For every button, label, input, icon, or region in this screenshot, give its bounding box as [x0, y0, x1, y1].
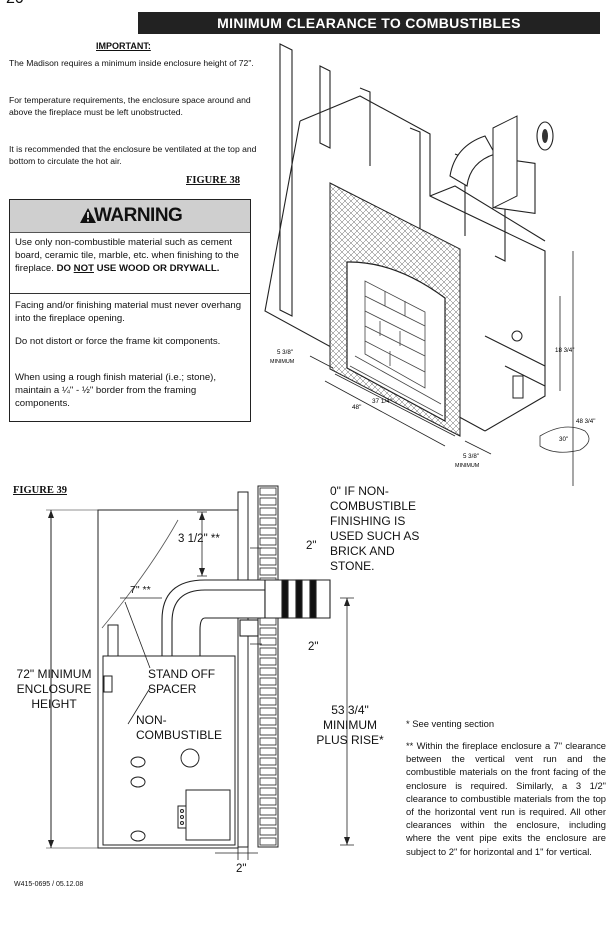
brick	[259, 647, 277, 656]
warning-divider	[10, 293, 250, 294]
brick	[259, 787, 277, 796]
fig39-dim-7: 7" **	[130, 584, 151, 596]
brick	[259, 617, 277, 626]
warning-paragraph-3: Do not distort or force the frame kit co…	[15, 336, 221, 347]
brick	[259, 497, 277, 506]
brick	[259, 707, 277, 716]
fig38-dim-width-48: 48"	[352, 404, 361, 411]
brick	[259, 517, 277, 526]
warning-paragraph-4: When using a rough finish material (i.e.…	[15, 372, 217, 409]
fig39-dim-2-mid: 2"	[308, 641, 319, 653]
fig38-dim-width-37: 37 1/4"	[372, 398, 392, 405]
page-title: MINIMUM CLEARANCE TO COMBUSTIBLES	[138, 12, 600, 34]
brick	[259, 487, 277, 496]
warning-p1-text: Use only non-combustible material such a…	[15, 237, 239, 274]
brick	[259, 817, 277, 826]
warning-triangle-icon	[80, 208, 96, 223]
brick	[259, 527, 277, 536]
fig39-dim-2-top: 2"	[306, 540, 317, 552]
brick	[259, 837, 277, 846]
brick	[259, 687, 277, 696]
brick	[259, 777, 277, 786]
brick	[259, 727, 277, 736]
warning-p1-bold-rest: USE WOOD OR DRYWALL.	[96, 263, 220, 274]
brick	[259, 717, 277, 726]
warning-p1-bold-not: NOT	[73, 263, 94, 274]
fig38-dim-side-right: 5 3/8"	[463, 453, 479, 460]
brick	[259, 677, 277, 686]
warning-paragraph-2: Facing and/or finishing material must ne…	[15, 300, 242, 324]
fig39-enclosure-height-label: 72" MINIMUM ENCLOSURE HEIGHT	[16, 667, 92, 711]
brick	[259, 637, 277, 646]
brick	[259, 627, 277, 636]
brick	[259, 737, 277, 746]
brick	[259, 567, 277, 576]
warning-p1-bold-do: DO	[56, 263, 71, 274]
warning-title: WARNING	[94, 205, 183, 226]
fig38-dim-30: 30"	[559, 436, 568, 443]
brick	[259, 807, 277, 816]
figure-39-label: FIGURE 39	[13, 485, 67, 496]
fig39-noncombustible-label: NON-COMBUSTIBLE	[136, 713, 223, 742]
fig39-dim-2-bottom: 2"	[236, 863, 247, 875]
brick	[259, 547, 277, 556]
important-paragraph-2: For temperature requirements, the enclos…	[9, 95, 251, 117]
brick	[259, 537, 277, 546]
brick	[259, 657, 277, 666]
fig38-dim-side-right-sub: MINIMUM	[455, 463, 480, 469]
important-heading: IMPORTANT:	[96, 41, 151, 51]
warning-paragraph-1: Use only non-combustible material such a…	[15, 236, 247, 275]
fig38-dim-height-48: 48 3/4"	[576, 418, 595, 425]
fig39-noncombustible-callout: 0" IF NON-COMBUSTIBLE FINISHING IS USED …	[330, 484, 420, 573]
warning-header: WARNING	[10, 200, 250, 233]
figure-38-label: FIGURE 38	[186, 175, 240, 186]
figure-38-drawing: 5 3/8" MINIMUM 48" 37 1/4" 5 3/8" MINIMU…	[264, 43, 595, 486]
fig38-dim-side-left: 5 3/8"	[277, 349, 293, 356]
brick	[259, 757, 277, 766]
brick	[259, 697, 277, 706]
brick	[259, 667, 277, 676]
fig39-dim-53-label: 53 3/4" MINIMUM PLUS RISE*	[316, 703, 384, 747]
fig38-dim-height-18: 18 3/4"	[555, 347, 574, 354]
brick	[259, 557, 277, 566]
important-paragraph-3: It is recommended that the enclosure be …	[9, 144, 257, 166]
note-venting: * See venting section	[406, 718, 495, 729]
brick	[259, 767, 277, 776]
brick	[259, 827, 277, 836]
brick	[259, 797, 277, 806]
fig38-dim-side-left-sub: MINIMUM	[270, 359, 295, 365]
page-number: 20	[6, 0, 24, 8]
important-paragraph-1: The Madison requires a minimum inside en…	[9, 58, 254, 68]
note-clearances: ** Within the fireplace enclosure a 7" c…	[406, 740, 606, 857]
figure-39-drawing	[46, 485, 354, 860]
fig39-dim-3-5: 3 1/2" **	[178, 533, 220, 545]
document-code: W415-0695 / 05.12.08	[14, 881, 84, 888]
brick	[259, 507, 277, 516]
brick	[259, 747, 277, 756]
fig39-standoff-label: STAND OFF SPACER	[148, 667, 216, 696]
warning-box: WARNING Use only non-combustible materia…	[9, 199, 251, 422]
